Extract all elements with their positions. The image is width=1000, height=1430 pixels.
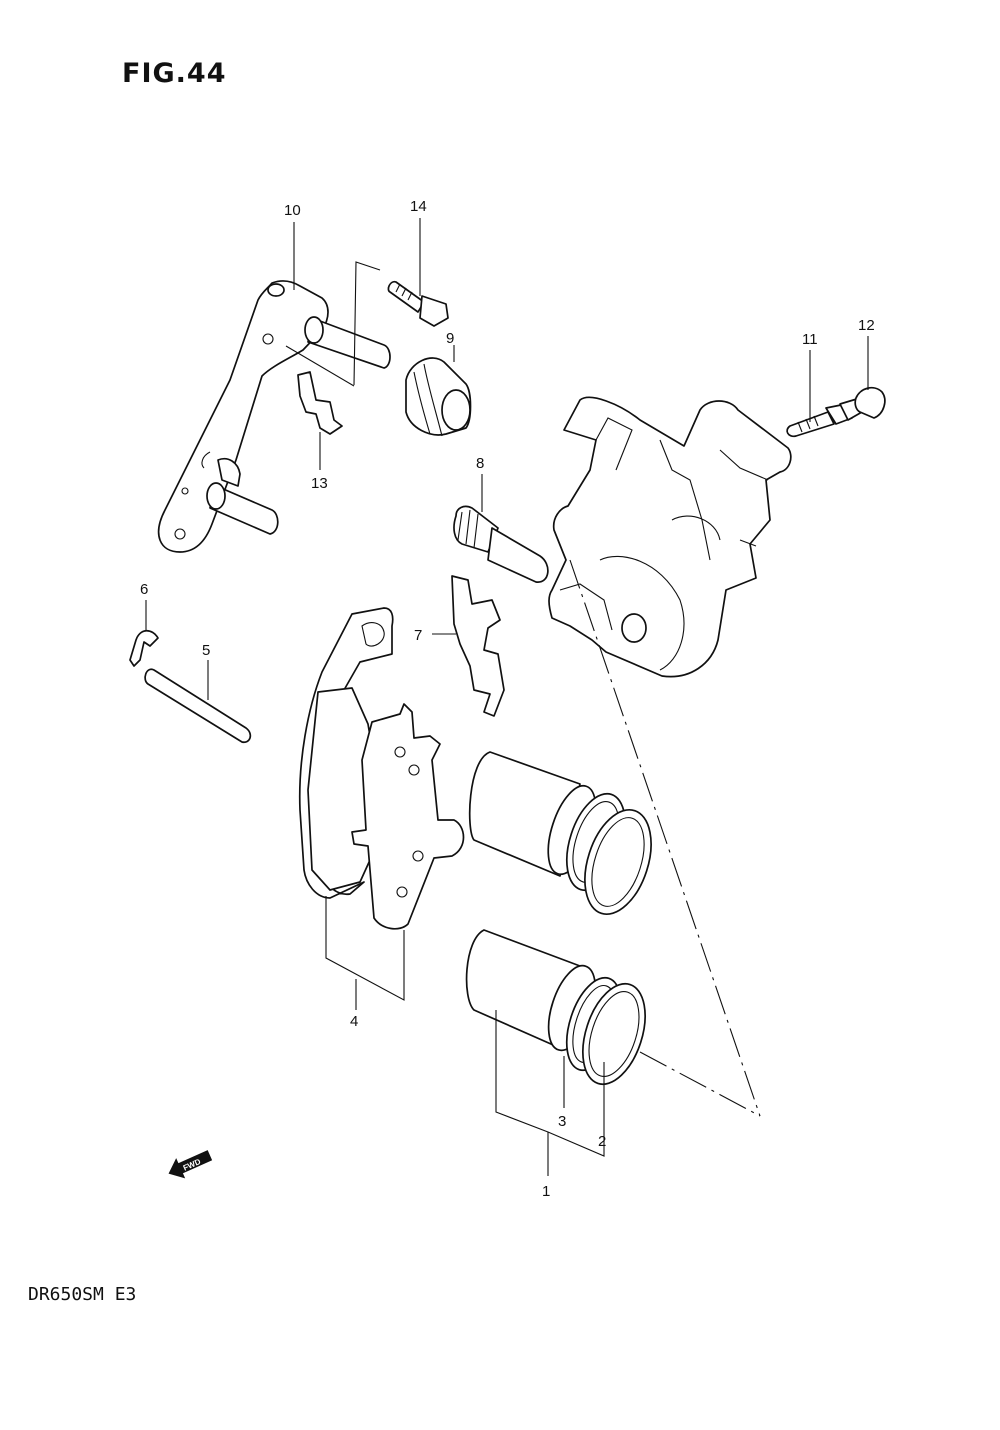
callout-labels: 10 14 9 13 8 11 12 6 5 7 4 3 2 1: [140, 198, 875, 1200]
pin-boot: [405, 357, 472, 437]
callout-6: 6: [140, 581, 148, 598]
callout-9: 9: [446, 330, 454, 347]
callout-5: 5: [202, 642, 210, 659]
callout-13: 13: [311, 475, 328, 492]
bolt: [387, 280, 449, 327]
leader-lines: [145, 218, 869, 1176]
slide-pin: [453, 505, 549, 583]
callout-8: 8: [476, 455, 484, 472]
callout-3: 3: [558, 1113, 566, 1130]
fwd-label: FWD: [182, 1157, 203, 1173]
pad-pin: [144, 668, 252, 744]
brake-pad-set: [298, 607, 465, 930]
callout-11: 11: [802, 331, 818, 348]
callout-12: 12: [858, 317, 875, 334]
callout-10: 10: [284, 202, 301, 219]
pad-spring: [451, 575, 505, 717]
figure-title: FIG.44: [122, 58, 227, 89]
callout-14: 14: [410, 198, 427, 215]
callout-2: 2: [598, 1133, 606, 1150]
caliper-body: [548, 396, 792, 678]
upper-piston-set: [468, 751, 652, 916]
bleeder-valve: [786, 397, 863, 438]
model-code: DR650SM E3: [28, 1284, 137, 1305]
callout-4: 4: [350, 1013, 358, 1030]
pad-retainer-spring: [297, 371, 343, 435]
callout-7: 7: [414, 627, 422, 644]
fwd-arrow-icon: FWD: [168, 1150, 213, 1179]
caliper-bracket: [157, 280, 391, 553]
callout-1: 1: [542, 1183, 550, 1200]
clip: [129, 629, 159, 667]
lower-piston-set: [465, 929, 646, 1086]
